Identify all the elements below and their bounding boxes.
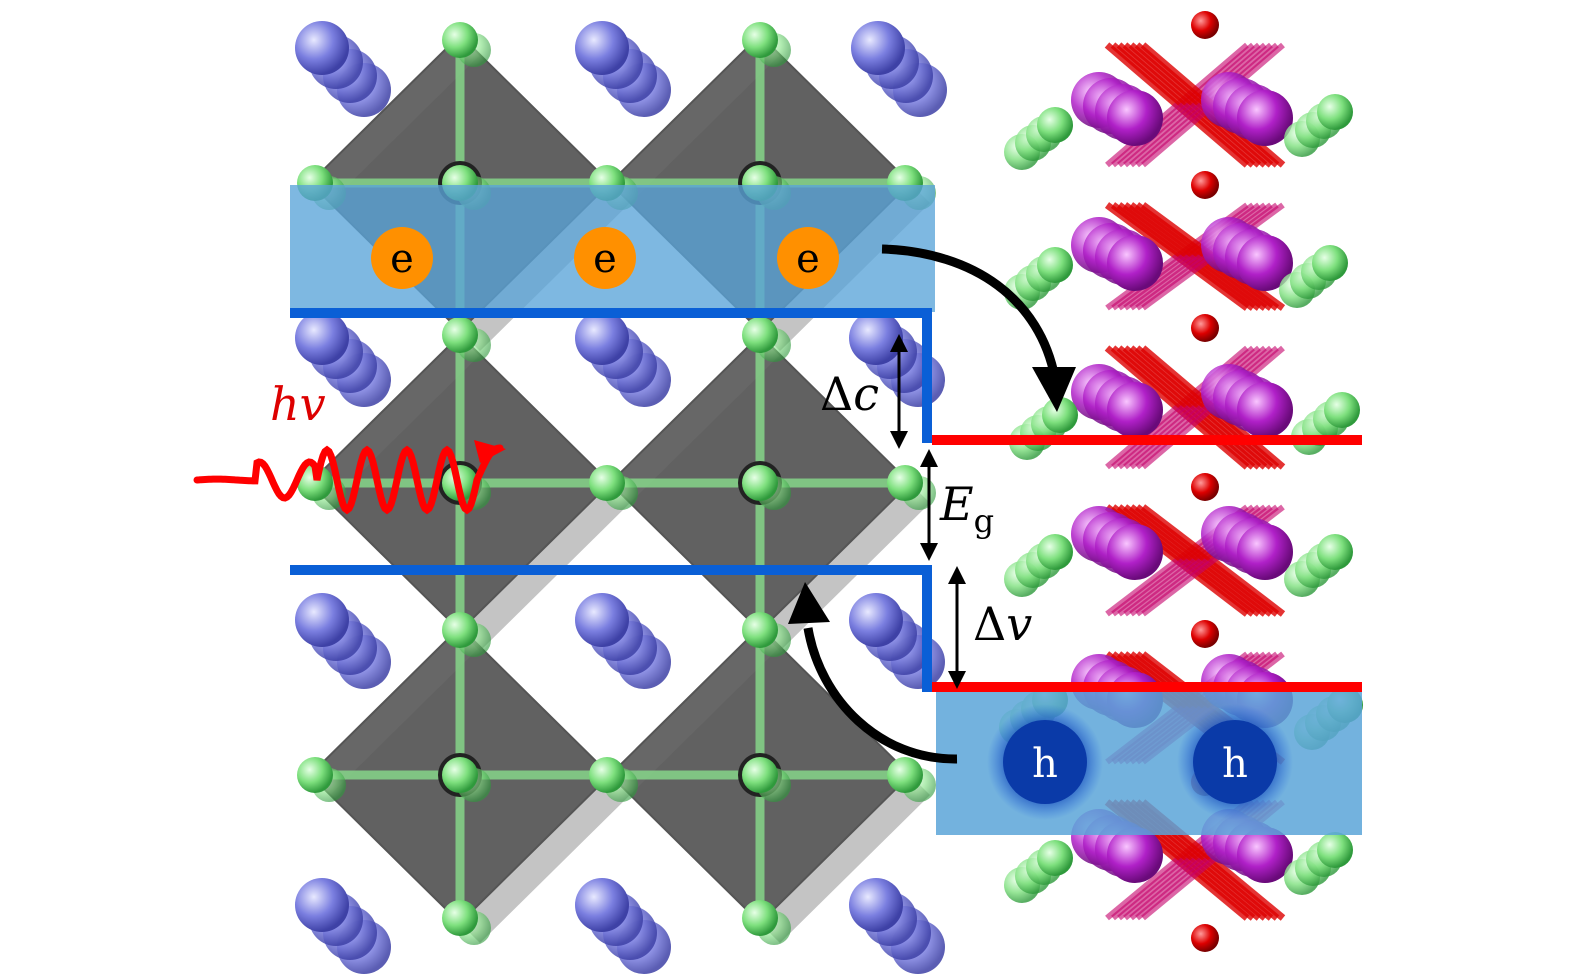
side-atom (1324, 392, 1360, 428)
side-atom (1037, 534, 1073, 570)
electron-label: e (593, 236, 617, 282)
bond (1129, 345, 1273, 470)
halide-atom (589, 757, 625, 793)
side-atom (1037, 107, 1073, 143)
side-atom (1317, 832, 1353, 868)
halide-atom (742, 900, 778, 936)
electron (574, 227, 636, 289)
oxygen-atom (1191, 171, 1219, 199)
a-site-atom (575, 878, 629, 932)
a-site-atom (575, 593, 629, 647)
a-site-atom (849, 593, 903, 647)
a-site-atom (575, 21, 629, 75)
halide-atom (887, 465, 923, 501)
charge-carriers: e e e h h (371, 227, 1293, 820)
halide-atom (742, 22, 778, 58)
metal-atom (1237, 524, 1293, 580)
hole (1193, 720, 1277, 804)
electron-transfer-arrowhead (1032, 367, 1076, 412)
a-site-atom (295, 21, 349, 75)
side-atom (1312, 245, 1348, 281)
a-site-atom (575, 311, 629, 365)
left-valence-band-edge (290, 565, 932, 692)
halide-atom (442, 22, 478, 58)
electron (777, 227, 839, 289)
halide-atom (442, 317, 478, 353)
a-site-atom (295, 593, 349, 647)
oxygen-atom (1191, 11, 1219, 39)
hole-label: h (1222, 741, 1248, 787)
electron-label: e (390, 236, 414, 282)
hole (1003, 720, 1087, 804)
bond (1129, 42, 1273, 168)
metal-atom (1237, 382, 1293, 438)
oxygen-atom (1191, 620, 1219, 648)
band-gap-label: Eg (939, 477, 994, 540)
halide-atom (887, 757, 923, 793)
side-atom (1042, 397, 1078, 433)
a-site-atom (851, 21, 905, 75)
oxygen-atom (1191, 924, 1219, 952)
electron (371, 227, 433, 289)
photon-label: hv (270, 377, 326, 431)
oxygen-atom (1191, 314, 1219, 342)
halide-atom (442, 757, 478, 793)
electron-label: e (796, 236, 820, 282)
a-site-atom (849, 878, 903, 932)
oxygen-atom (1191, 473, 1219, 501)
metal-atom (1107, 524, 1163, 580)
metal-atom (1237, 90, 1293, 146)
photon-wave (193, 444, 504, 515)
halide-atom (442, 612, 478, 648)
metal-atom (1107, 235, 1163, 291)
halide-atom (297, 465, 333, 501)
side-atom (1317, 534, 1353, 570)
metal-atom (1237, 235, 1293, 291)
side-atom (1037, 247, 1073, 283)
photon-arrowhead (474, 440, 506, 463)
halide-atom (742, 465, 778, 501)
a-site-atom (295, 878, 349, 932)
a-site-atom (295, 311, 349, 365)
bond (1123, 42, 1267, 168)
halide-atom (442, 900, 478, 936)
delta-c-label: Δc (820, 367, 879, 421)
side-atom (1317, 94, 1353, 130)
delta-v-label: Δv (973, 597, 1032, 651)
halide-atom (297, 757, 333, 793)
metal-atom (1107, 382, 1163, 438)
metal-atom (1107, 90, 1163, 146)
hole-transfer-arrow (803, 627, 958, 764)
halide-atom (589, 465, 625, 501)
hole-label: h (1032, 741, 1058, 787)
side-atom (1037, 840, 1073, 876)
electron-transfer-arrow (881, 244, 1060, 379)
halide-atom (742, 317, 778, 353)
left-conduction-band-edge (290, 308, 932, 443)
a-site-atom (849, 311, 903, 365)
halide-atom (742, 612, 778, 648)
metal-atom (1237, 827, 1293, 883)
hole-transfer-arrowhead (788, 582, 830, 624)
bond (1129, 202, 1273, 311)
left-perovskite-crystal (295, 21, 947, 974)
halide-atom (742, 757, 778, 793)
metal-atom (1107, 827, 1163, 883)
